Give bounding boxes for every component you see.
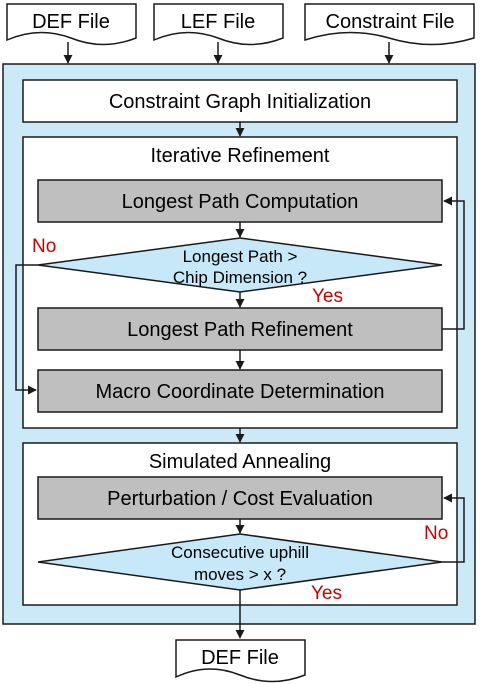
macro-coord-box <box>37 369 443 413</box>
no-label-1: No <box>32 236 56 257</box>
yes-label-1: Yes <box>312 286 343 307</box>
decision2-line1: Consecutive uphill <box>171 543 309 562</box>
macro-coord-label: Macro Coordinate Determination <box>95 381 384 403</box>
decision1-line1: Longest Path > <box>183 247 298 266</box>
input-lef-file-label: LEF File <box>181 11 255 33</box>
longest-path-comp-box <box>37 179 443 223</box>
perturbation-label: Perturbation / Cost Evaluation <box>107 488 373 510</box>
decision2-line2: moves > x ? <box>194 565 286 584</box>
graph-init-box <box>22 79 458 123</box>
input-def-file: DEF File <box>6 3 137 46</box>
output-def-file: DEF File <box>175 639 306 683</box>
no-label-2: No <box>424 523 448 544</box>
iterative-title: Iterative Refinement <box>151 145 330 167</box>
perturbation-box <box>37 476 443 520</box>
input-lef-file: LEF File <box>153 3 284 46</box>
input-def-file-label: DEF File <box>32 11 110 33</box>
input-constraint-file-label: Constraint File <box>326 11 455 33</box>
longest-path-refine-label: Longest Path Refinement <box>127 319 353 341</box>
yes-label-2: Yes <box>311 583 342 604</box>
decision1-line2: Chip Dimension ? <box>173 268 307 287</box>
output-def-file-label: DEF File <box>201 647 279 669</box>
arrow-decision1-no <box>15 264 38 395</box>
arrow-decision2-no <box>442 493 465 563</box>
input-constraint-file: Constraint File <box>304 3 475 46</box>
sa-title: Simulated Annealing <box>149 451 331 473</box>
graph-init-label: Constraint Graph Initialization <box>109 91 371 113</box>
arrow-refine-loop-back <box>442 196 465 330</box>
longest-path-comp-label: Longest Path Computation <box>122 191 359 213</box>
